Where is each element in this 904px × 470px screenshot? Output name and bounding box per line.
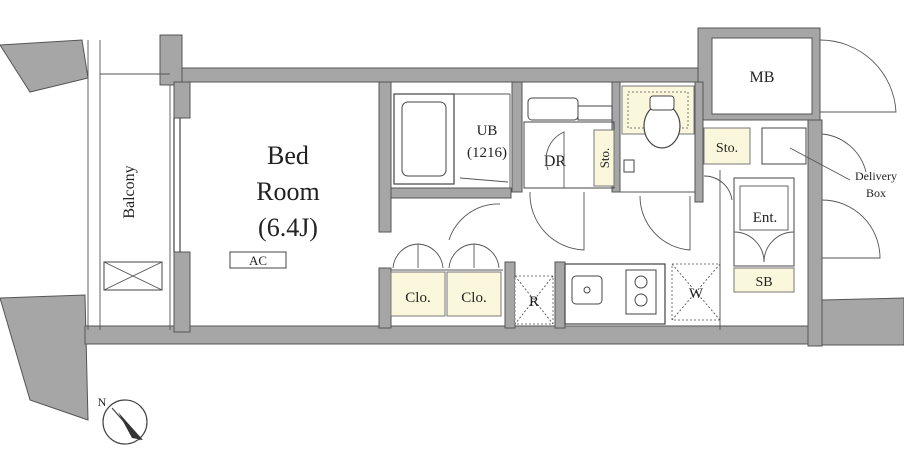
bath-bottom-wall [390,187,512,199]
right-lower-wall [821,297,904,346]
sb-label: SB [755,275,772,290]
toilet-tank [649,95,675,111]
toilet-bowl [643,103,681,149]
sto-vertical-box [593,129,615,187]
delivery-box: Delivery Box [789,133,897,259]
closets: Clo. Clo. [390,203,503,317]
closet-1 [390,271,446,317]
right-wall [807,119,823,347]
bath-divider [511,81,523,193]
stove [625,269,657,315]
balcony-upper-wall [0,39,89,93]
bedroom-label-3: (6.4J) [258,213,318,242]
ent-label: Ent. [753,210,778,226]
bedroom-label-2: Room [256,177,320,206]
bedroom-label-1: Bed [267,141,309,170]
kitchen-left-wall [554,261,566,329]
fridge-left-wall [504,261,516,329]
balcony-lower-wall [0,294,89,421]
toilet [620,85,695,251]
bedroom-right-wall-lower [378,267,392,329]
fridge-space [514,275,554,325]
unit-bath: UB (1216) [393,93,511,188]
delivery-label-1: Delivery [855,169,897,183]
sb-box [733,267,795,293]
bottom-wall [84,325,826,345]
kitchen: R W [514,170,721,330]
ac-box [229,251,287,269]
dressing-room: DR Sto. [523,97,615,251]
toilet-right-wall [694,81,704,203]
walls [0,27,904,421]
compass-label: N [98,395,107,409]
delivery-label-2: Box [866,186,886,200]
ub-label-2: (1216) [467,145,507,161]
bedroom-left-wall-lower [173,251,191,333]
bedroom: Bed Room (6.4J) AC [229,141,320,269]
dr-label: DR [544,153,567,170]
top-wall [169,67,701,83]
mb-door-swing [819,39,897,113]
north-arrow-icon [118,412,143,440]
closet-2 [446,271,502,317]
mb-label: MB [750,69,775,86]
closet-1-label: Clo. [405,290,430,306]
bedroom-left-wall-upper [173,81,191,119]
entrance: Ent. SB [703,175,795,293]
balcony-label: Balcony [121,165,138,218]
balcony-area [87,40,181,330]
bedroom-right-wall [378,81,392,233]
wash-basin [527,97,579,121]
top-left-column [159,34,183,86]
closet-2-label: Clo. [461,290,486,306]
sto-label: Sto. [716,141,738,156]
sink [571,275,603,305]
fridge-label: R [529,294,539,310]
ub-label-1: UB [477,123,498,139]
bathtub-inner [401,101,447,177]
compass: N [98,395,148,445]
sto-vertical-label: Sto. [597,148,612,169]
washer-label: W [689,286,704,302]
ac-label: AC [249,253,267,268]
mb-room [711,37,813,115]
sto-box [703,127,751,165]
